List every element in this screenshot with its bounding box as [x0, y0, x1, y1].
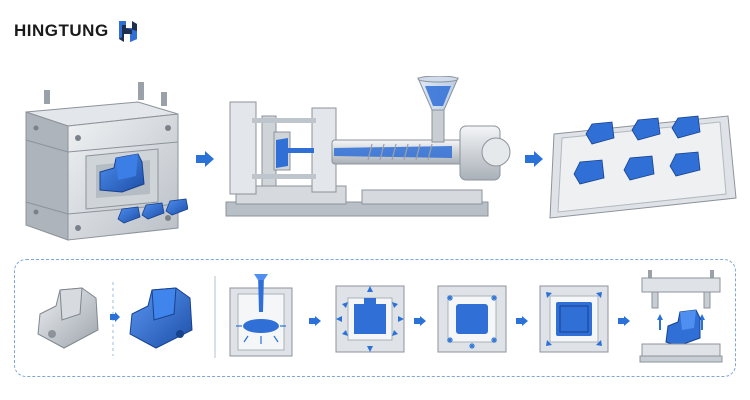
- snowflake-icon: [447, 295, 497, 349]
- ejection-stage-icon: [639, 270, 723, 363]
- blue-part-icon: [129, 287, 193, 349]
- hingtung-logo-icon: [118, 21, 137, 42]
- arrow-right-icon: [618, 316, 630, 326]
- arrow-right-icon: [309, 316, 321, 326]
- packing-stage-icon: [335, 285, 405, 353]
- brand-name: HINGTUNG: [14, 21, 109, 40]
- injection-stage-icon: [229, 274, 293, 357]
- cooling-stage-icon: [437, 285, 507, 353]
- arrow-right-icon: [110, 312, 120, 322]
- arrow-right-icon: [196, 151, 214, 167]
- mold-block-icon: [25, 82, 188, 241]
- arrow-right-icon: [525, 151, 543, 167]
- parts-tray-icon: [549, 115, 737, 219]
- arrow-right-icon: [516, 316, 528, 326]
- solid-stage-icon: [539, 285, 609, 353]
- injection-machine-icon: [225, 76, 511, 217]
- gray-part-icon: [37, 287, 99, 349]
- step-divider: [214, 276, 216, 358]
- process-steps-panel: [14, 259, 736, 377]
- brand: HINGTUNG: [14, 18, 141, 44]
- arrow-right-icon: [414, 316, 426, 326]
